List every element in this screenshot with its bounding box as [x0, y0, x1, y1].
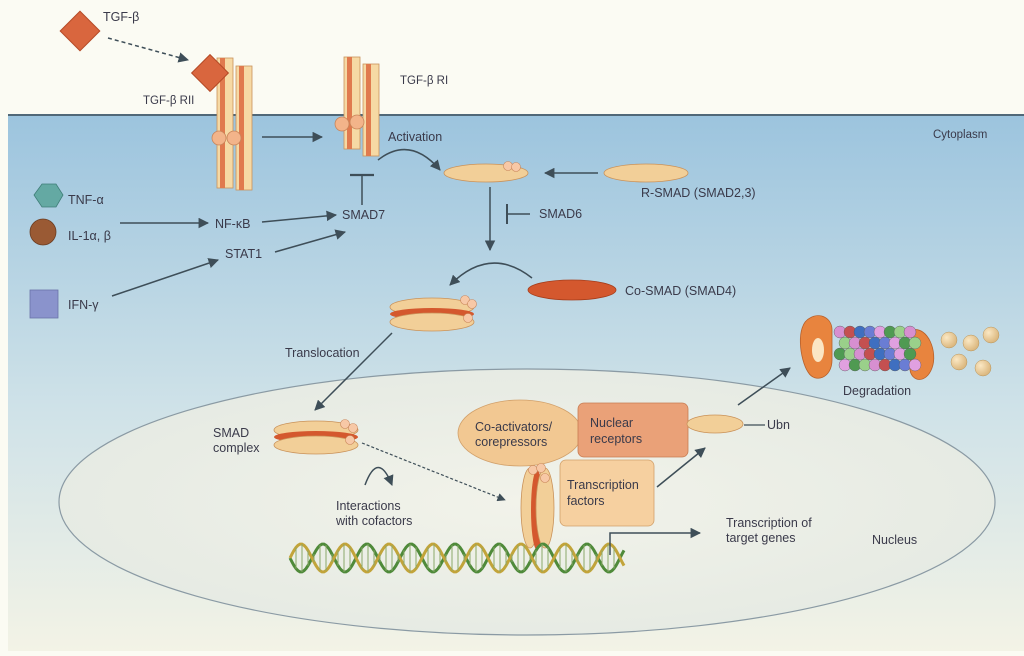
ifn-gamma-label: IFN-γ	[68, 298, 99, 312]
nuclear-receptors-label-1: Nuclear	[590, 416, 633, 430]
ubiquitination-arrow	[656, 447, 706, 488]
tgf-beta-rii-label: TGF-β RII	[143, 95, 194, 107]
co-smad-label: Co-SMAD (SMAD4)	[625, 284, 736, 298]
phosphorylated-r-smad	[443, 161, 529, 183]
transcription-label-2: target genes	[726, 531, 796, 545]
proteasome-subunit	[903, 347, 917, 361]
peptide-fragments	[940, 326, 1000, 377]
extracellular-space	[0, 0, 1024, 115]
ifn-to-stat1-arrow	[111, 258, 219, 297]
il1-label: IL-1α, β	[68, 229, 111, 243]
tgf-beta-ri-receptor	[334, 56, 380, 157]
r-smad-label: R-SMAD (SMAD2,3)	[641, 186, 756, 200]
ubn-label: Ubn	[767, 418, 790, 432]
nfkb-to-smad7-arrow	[261, 210, 338, 223]
proteasome-subunit	[908, 358, 922, 372]
degradation-arrow	[737, 367, 791, 406]
cytoplasmic-smad-complex	[389, 295, 477, 332]
nuclear-receptors-box	[577, 402, 689, 458]
smad7-label: SMAD7	[342, 208, 385, 222]
translocation-label: Translocation	[285, 346, 360, 360]
il1-icon	[29, 218, 57, 246]
stat1-label: STAT1	[225, 247, 262, 261]
transcription-factors-label-1: Transcription	[567, 478, 639, 492]
tgf-beta-receptor-complex	[190, 53, 253, 191]
transcription-label-1: Transcription of	[726, 516, 812, 530]
activation-arrow	[377, 148, 441, 171]
tnf-alpha-label: TNF-α	[68, 193, 104, 207]
translocation-arrow	[314, 332, 393, 411]
interactions-label-2: with cofactors	[335, 514, 412, 528]
nfkb-label: NF-κB	[215, 217, 250, 231]
proteasome-subunit	[903, 325, 917, 339]
transcription-factors-box	[559, 459, 655, 527]
tgf-beta-ri-label: TGF-β RI	[400, 75, 448, 87]
smad6-label: SMAD6	[539, 207, 582, 221]
tnf-alpha-icon	[33, 183, 64, 208]
dna-bound-smad-complex	[520, 463, 555, 550]
nuclear-smad-complex	[273, 419, 359, 455]
r-smad	[603, 163, 689, 183]
co-smad	[527, 279, 617, 301]
activation-label: Activation	[388, 130, 442, 144]
degradation-label: Degradation	[843, 384, 911, 398]
nucleus-label: Nucleus	[872, 533, 917, 547]
transcription-start-arrow	[609, 527, 702, 555]
nuclear-receptors-label-2: receptors	[590, 432, 642, 446]
dna-helix	[288, 542, 626, 574]
tgf-beta-ligand-icon	[59, 10, 101, 52]
co-smad-joining-arrow	[449, 262, 533, 286]
ubiquitinated-smad	[686, 414, 744, 434]
cofactor-interaction-arrow	[364, 466, 394, 486]
ifn-gamma-icon	[29, 289, 59, 319]
proteasome-subunit	[908, 336, 922, 350]
cytoplasm-label: Cytoplasm	[933, 129, 987, 141]
co-activators-label-1: Co-activators/	[475, 420, 553, 434]
smad-complex-label-1: SMAD	[213, 426, 249, 440]
interactions-label-1: Interactions	[336, 499, 401, 513]
proteasome-icon	[799, 315, 935, 380]
stat1-to-smad7-arrow	[274, 229, 347, 253]
smad-complex-label-2: complex	[213, 441, 260, 455]
dna-binding-arrow	[361, 442, 506, 502]
co-activators-label-2: corepressors	[475, 435, 547, 449]
tgf-beta-label: TGF-β	[103, 10, 139, 24]
transcription-factors-label-2: factors	[567, 494, 605, 508]
